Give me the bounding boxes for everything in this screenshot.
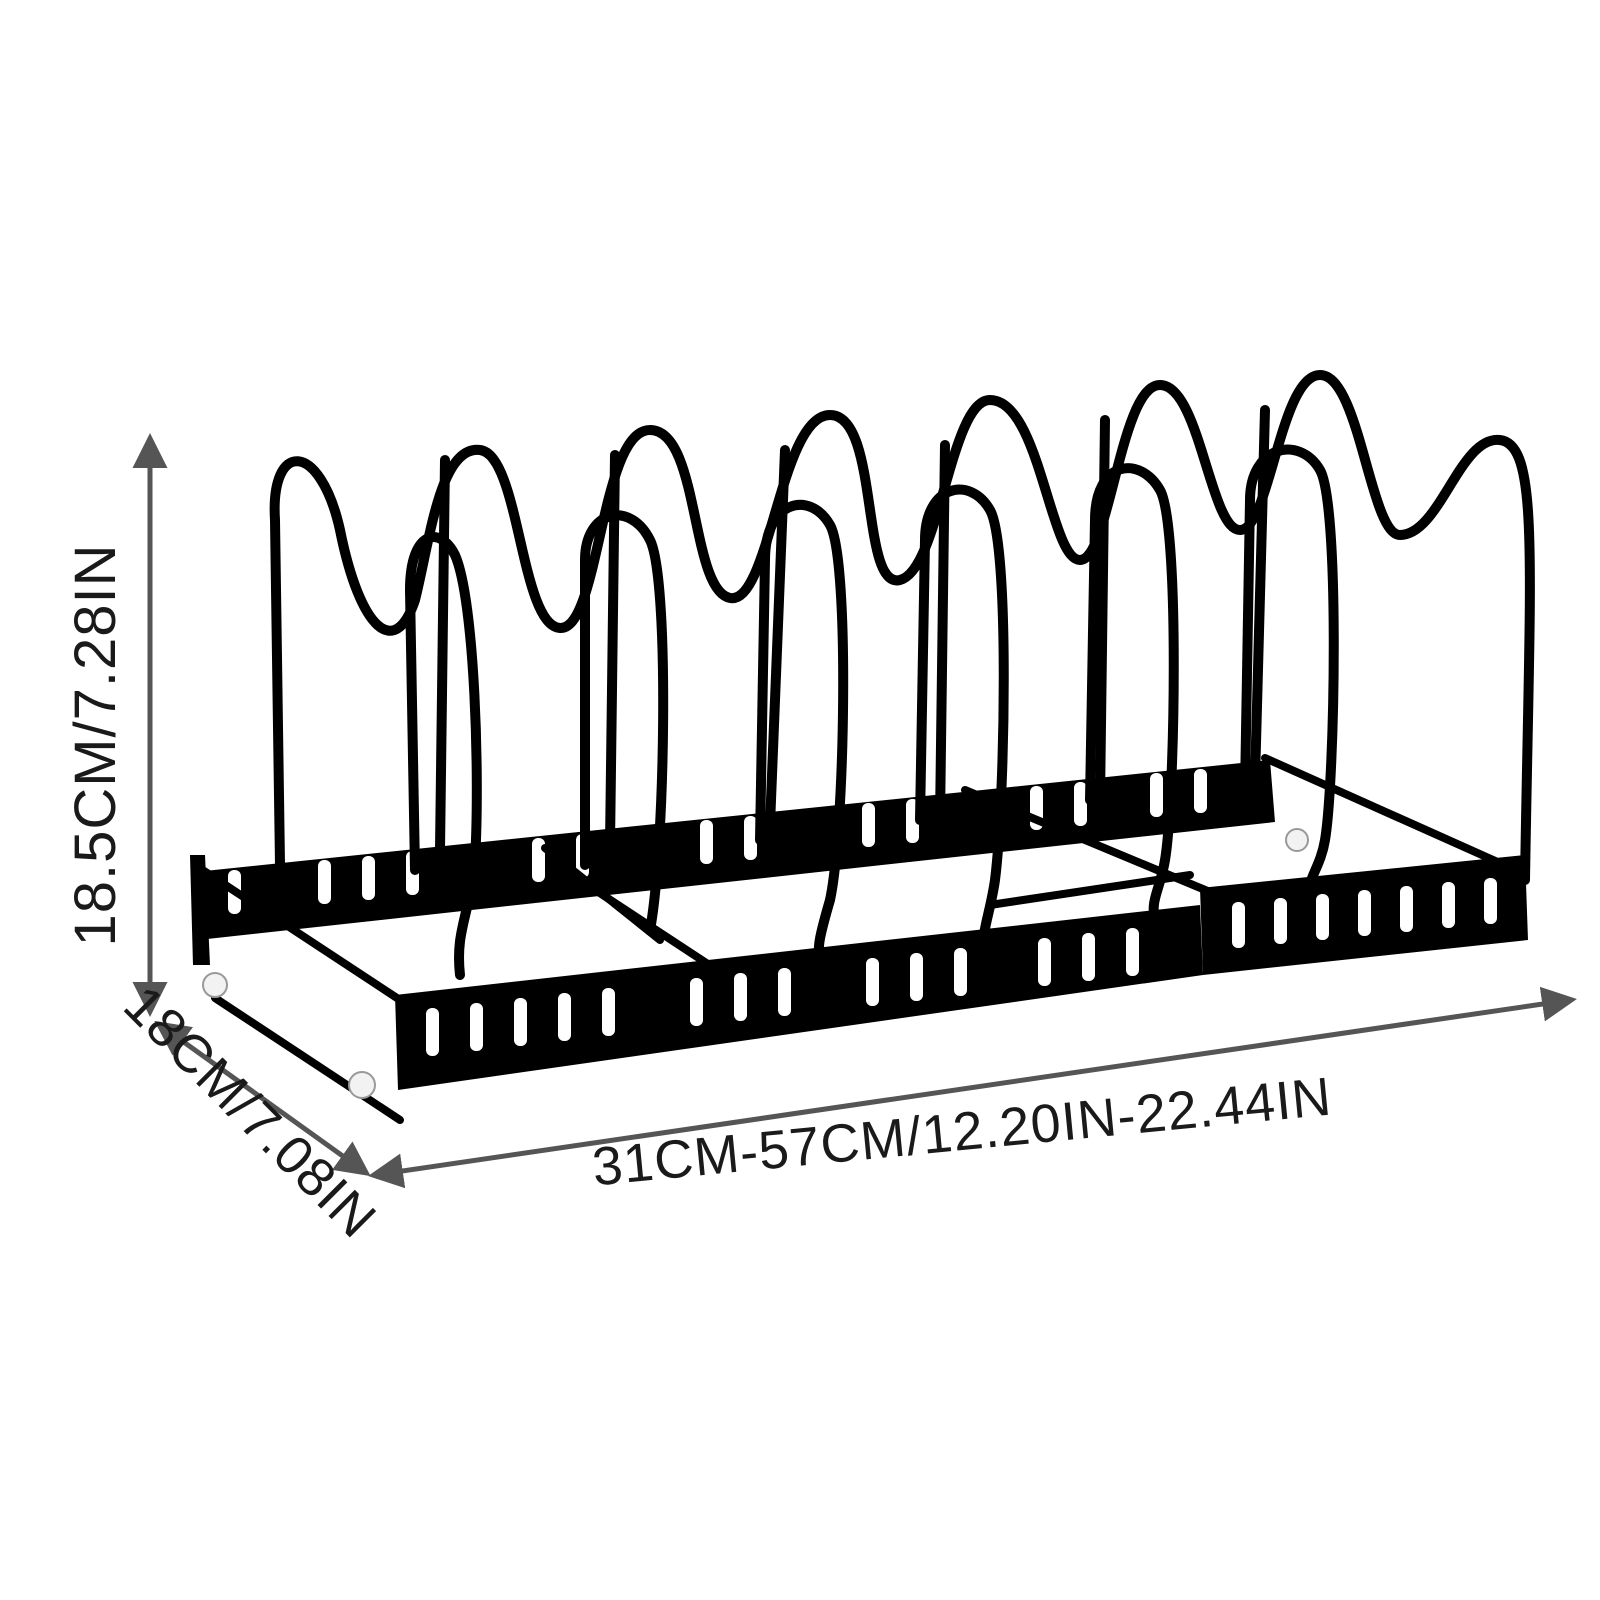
front-slotted-panel <box>395 905 1203 1090</box>
left-end-panel <box>190 855 210 965</box>
right-extension-panel <box>1200 855 1528 975</box>
height-dimension-label: 18.5CM/7.28IN <box>63 543 128 947</box>
length-arrow <box>368 986 1577 1189</box>
front-loop-wires <box>405 444 1339 980</box>
depth-arrow <box>154 1020 371 1177</box>
back-wave-wires <box>269 370 1535 885</box>
rubber-feet <box>202 828 1309 1099</box>
